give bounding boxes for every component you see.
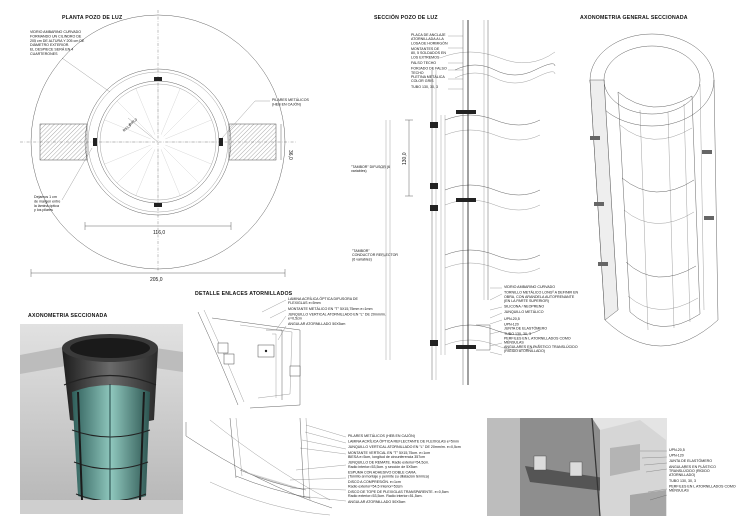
axo-section-title: AXONOMETRIA SECCIONADA <box>28 313 107 319</box>
photo-labels: UPN-20,5 UPN-120 JUNTA DE ELASTÓMERO ANG… <box>640 448 737 501</box>
plan-radial-line <box>116 100 153 137</box>
plan-radial-line <box>163 147 200 184</box>
plan-label-pillars: PILARES METÁLICOS(HEB EN CAJÓN) <box>221 98 310 139</box>
detail-labels-top: LAMINA ACRÍLICA ÓPTICA DIFUSORA DE FLEXI… <box>261 296 387 341</box>
plan-radial-line <box>160 88 181 135</box>
detail-labels-bottom: PILARES METÁLICOS (HEB EN CAJÓN) LAMINA … <box>289 424 462 504</box>
section-dim-130: 130,0 <box>402 152 408 165</box>
svg-text:PILARES METÁLICOS(HEB EN CAJÓN: PILARES METÁLICOS(HEB EN CAJÓN) <box>272 98 310 106</box>
detail-title: DETALLE ENLACES ATORNILLADOS <box>195 291 293 297</box>
plan-radial-line <box>160 149 181 196</box>
plan-radial-line <box>135 88 156 135</box>
plan-radius-2: R53,5 <box>122 124 132 133</box>
svg-text:LAMINA ACRÍLICA ÓPTICA DIFUSOR: LAMINA ACRÍLICA ÓPTICA DIFUSORA DE FLEXI… <box>288 296 387 326</box>
plan-pillar-marks <box>93 77 223 207</box>
section-labels-top: PLACA DE ANCLAJE ATORNILLADA A LA LOSA D… <box>411 33 463 90</box>
section-title: SECCIÓN POZO DE LUZ <box>374 13 438 21</box>
svg-text:PILARES METÁLICOS (HEB EN CAJÓ: PILARES METÁLICOS (HEB EN CAJÓN) LAMINA … <box>348 433 462 504</box>
svg-text:VIDRIO AMBARINO CURVADO: VIDRIO AMBARINO CURVADO TORNILLO METÁLIC… <box>504 285 579 353</box>
plan-radial-line <box>165 119 212 140</box>
axo-section-view: AXONOMETRIA SECCIONADA <box>20 313 183 514</box>
plan-radial-line <box>116 147 153 184</box>
detail-render-view: UPN-20,5 UPN-120 JUNTA DE ELASTÓMERO ANG… <box>487 417 737 517</box>
plan-radial-line <box>165 144 212 165</box>
plan-radials <box>100 84 216 200</box>
svg-text:"TAMBOR"CONDUCTOR REFLECTOR(6: "TAMBOR"CONDUCTOR REFLECTOR(6 variables) <box>352 249 398 261</box>
plan-title: PLANTA POZO DE LUZ <box>62 15 123 21</box>
plan-radial-line <box>104 119 151 140</box>
plan-radial-line <box>135 149 156 196</box>
plan-dim-side: 36,0 <box>287 150 293 160</box>
axo-general-view: AXONOMETRIA GENERAL SECCIONADA <box>580 15 719 347</box>
plan-radial-line <box>104 144 151 165</box>
section-view: SECCIÓN POZO DE LUZ <box>351 13 579 385</box>
axo-general-title: AXONOMETRIA GENERAL SECCIONADA <box>580 15 688 21</box>
plan-radial-line <box>163 100 200 137</box>
plan-dim-outer: 205,0 <box>150 277 163 283</box>
detail-view: DETALLE ENLACES ATORNILLADOS LAMINA ACRÍ… <box>195 291 387 409</box>
section-labels-bottom: VIDRIO AMBARINO CURVADO TORNILLO METÁLIC… <box>489 285 579 356</box>
detail-base-view: PILARES METÁLICOS (HEB EN CAJÓN) LAMINA … <box>185 417 462 516</box>
svg-text:PLACA DE ANCLAJE ATORN: PLACA DE ANCLAJE ATORNILLADA A LA LOSA D… <box>411 33 449 89</box>
plan-view: PLANTA POZO DE LUZ R49,0 R53,5 116,0 <box>20 10 310 283</box>
plan-dim-inner: 116,0 <box>153 230 165 236</box>
svg-text:UPN-20,5 UPN-120: UPN-20,5 UPN-120 JUNTA DE ELASTÓMERO ANG… <box>669 448 737 493</box>
section-label-tambor-conductor: "TAMBOR"CONDUCTOR REFLECTOR(6 variables) <box>352 249 398 261</box>
plan-radius-1: R49,0 <box>128 118 138 127</box>
